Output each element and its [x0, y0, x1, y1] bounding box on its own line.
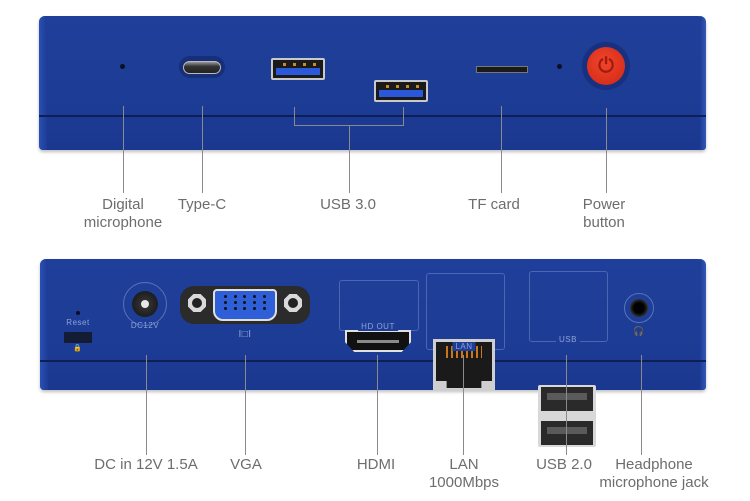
headphone-icon: 🎧	[633, 326, 645, 336]
hdmi-marking: HD OUT	[358, 322, 398, 331]
indicator-led	[557, 64, 562, 69]
device-edge-right	[700, 259, 706, 390]
leader-dc-in	[146, 355, 147, 455]
label-usb-2: USB 2.0	[536, 456, 592, 473]
label-type-c: Type-C	[177, 196, 227, 213]
leader-tf-card	[501, 106, 502, 193]
usb-3-port-1	[271, 58, 325, 80]
headphone-jack	[624, 293, 654, 323]
type-c-port-inner	[183, 60, 221, 74]
usb-frame	[529, 271, 608, 342]
leader-vga	[245, 355, 246, 455]
label-vga: VGA	[230, 456, 262, 473]
panel-seam	[39, 115, 706, 117]
panel-seam	[40, 360, 706, 362]
label-tf-card: TF card	[468, 196, 520, 213]
leader-power-button	[606, 108, 607, 193]
vga-marking: I□I	[238, 329, 252, 340]
hdmi-port	[345, 330, 411, 352]
vga-screw-left	[188, 294, 206, 312]
device-edge-left	[40, 259, 48, 390]
label-dc-in: DC in 12V 1.5A	[94, 456, 198, 473]
usb-3-port-2	[374, 80, 428, 102]
leader-usb3	[349, 125, 350, 193]
dc-power-port	[123, 282, 167, 326]
label-hdmi: HDMI	[356, 456, 396, 473]
dc-marking: DC12V	[130, 321, 160, 330]
leader-headphone-jack	[641, 355, 642, 455]
device-edge-right	[700, 16, 706, 150]
usb-2-port-1	[541, 387, 593, 411]
device-edge-left	[39, 16, 47, 150]
leader-usb3-right	[403, 107, 404, 125]
usb-2-ports	[538, 385, 596, 447]
vga-connector	[213, 289, 277, 321]
reset-marking: Reset	[66, 318, 90, 327]
leader-digital-microphone	[123, 106, 124, 193]
type-c-port	[179, 56, 225, 78]
tf-card-slot	[476, 66, 528, 73]
reset-hole	[76, 311, 80, 315]
leader-type-c	[202, 106, 203, 193]
usb-2-port-2	[541, 421, 593, 445]
device-rear-panel: Reset 🔒 DC12V I□I HD OUT LAN USB 🎧	[40, 259, 706, 447]
digital-microphone-hole	[120, 64, 125, 69]
power-button: ⏻	[582, 42, 630, 90]
lock-switch	[64, 332, 92, 343]
power-icon: ⏻	[587, 47, 625, 85]
leader-hdmi	[377, 355, 378, 455]
lan-marking: LAN	[452, 342, 476, 351]
vga-port	[180, 286, 310, 324]
leader-usb-2	[566, 355, 567, 455]
leader-lan	[463, 355, 464, 455]
lock-icon: 🔒	[73, 345, 83, 352]
vga-screw-right	[284, 294, 302, 312]
leader-usb3-left	[294, 107, 295, 125]
device-front-panel: ⏻	[39, 16, 706, 150]
label-usb-3: USB 3.0	[320, 196, 376, 213]
usb-marking: USB	[556, 335, 580, 344]
